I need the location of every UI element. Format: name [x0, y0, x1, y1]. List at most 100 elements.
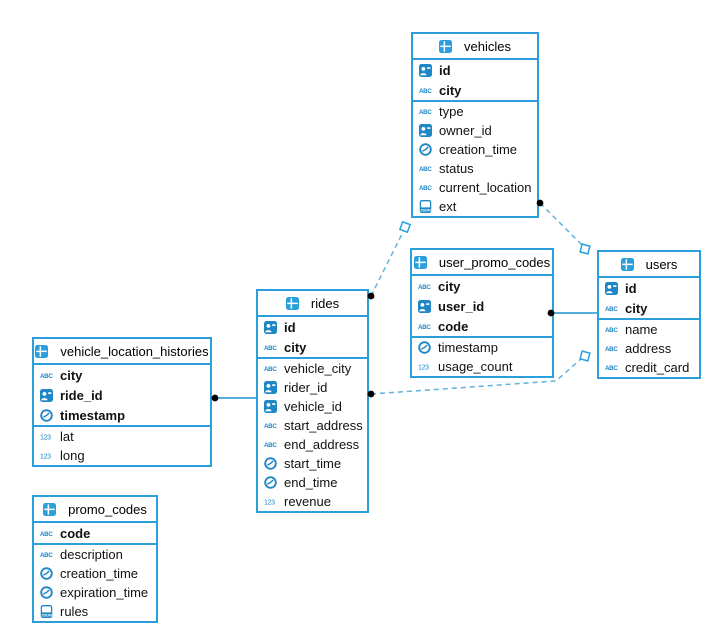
column-row[interactable]: creation_time [34, 564, 156, 583]
table-header[interactable]: user_promo_codes [412, 250, 552, 276]
clock-icon [40, 567, 55, 580]
connector-diamond [579, 350, 591, 362]
table-header[interactable]: vehicles [413, 34, 537, 60]
table-vehicle-location-histories[interactable]: vehicle_location_histories ABC city ride_i… [32, 337, 212, 467]
pk-section-divider [599, 318, 699, 320]
person-id-icon [264, 381, 279, 394]
column-name: rules [60, 604, 89, 619]
column-name: end_time [284, 475, 338, 490]
relationship-vehicle_location_histories-rides [211, 394, 256, 402]
column-row[interactable]: end_time [258, 473, 367, 492]
column-name: creation_time [439, 142, 518, 157]
column-row[interactable]: owner_id [413, 121, 537, 140]
column-name: owner_id [439, 123, 492, 138]
table-header[interactable]: users [599, 252, 699, 278]
relationship-rides-vehicles [367, 220, 412, 300]
column-row[interactable]: ride_id [34, 385, 210, 405]
person-id-icon [40, 388, 55, 402]
abc-icon: ABC [264, 419, 279, 432]
abc-icon: ABC [419, 84, 434, 97]
column-row[interactable]: id [258, 317, 367, 337]
column-name: usage_count [438, 359, 513, 374]
svg-text:ABC: ABC [40, 531, 53, 538]
column-row[interactable]: ABC description [34, 545, 156, 564]
svg-text:ABC: ABC [419, 185, 432, 192]
person-id-icon [419, 124, 434, 137]
table-header[interactable]: rides [258, 291, 367, 317]
column-name: city [439, 82, 462, 98]
abc-icon: ABC [264, 341, 279, 354]
table-icon [35, 344, 50, 358]
column-row[interactable]: ABC city [34, 365, 210, 385]
person-id-icon [264, 320, 279, 334]
column-name: city [60, 367, 83, 383]
column-row[interactable]: timestamp [412, 338, 552, 357]
column-row[interactable]: ABC code [34, 523, 156, 543]
column-name: id [439, 62, 451, 78]
column-name: code [60, 525, 91, 541]
svg-text:ABC: ABC [605, 365, 618, 372]
column-name: description [60, 547, 123, 562]
svg-text:ABC: ABC [419, 88, 432, 95]
relationship-user_promo_codes-users [547, 309, 597, 317]
relationship-vehicles-users [536, 199, 591, 255]
abc-icon: ABC [419, 181, 434, 194]
column-row[interactable]: expiration_time [34, 583, 156, 602]
num123-icon: 123 [40, 449, 55, 462]
column-row[interactable]: timestamp [34, 405, 210, 425]
svg-text:123: 123 [40, 434, 51, 441]
num123-icon: 123 [40, 430, 55, 443]
column-row[interactable]: creation_time [413, 140, 537, 159]
table-name: vehicle_location_histories [60, 343, 209, 359]
column-row[interactable]: start_time [258, 454, 367, 473]
svg-text:ABC: ABC [605, 327, 618, 334]
table-name: rides [310, 295, 340, 311]
svg-text:ABC: ABC [264, 366, 277, 373]
clock-icon [418, 341, 433, 354]
abc-icon: ABC [40, 369, 55, 382]
abc-icon: ABC [40, 548, 55, 561]
table-header[interactable]: vehicle_location_histories [34, 339, 210, 365]
column-row[interactable]: user_id [412, 296, 552, 316]
person-id-icon [264, 400, 279, 413]
pk-section-divider [412, 336, 552, 338]
table-header[interactable]: promo_codes [34, 497, 156, 523]
column-name: type [439, 104, 464, 119]
svg-text:JSON: JSON [420, 207, 431, 212]
column-name: city [438, 278, 461, 294]
column-row[interactable]: vehicle_id [258, 397, 367, 416]
column-row[interactable]: ABC city [413, 80, 537, 100]
svg-text:ABC: ABC [264, 423, 277, 430]
abc-icon: ABC [418, 320, 433, 333]
column-row[interactable]: id [599, 278, 699, 298]
column-name: address [625, 341, 672, 356]
column-row[interactable]: rider_id [258, 378, 367, 397]
column-row[interactable]: id [413, 60, 537, 80]
